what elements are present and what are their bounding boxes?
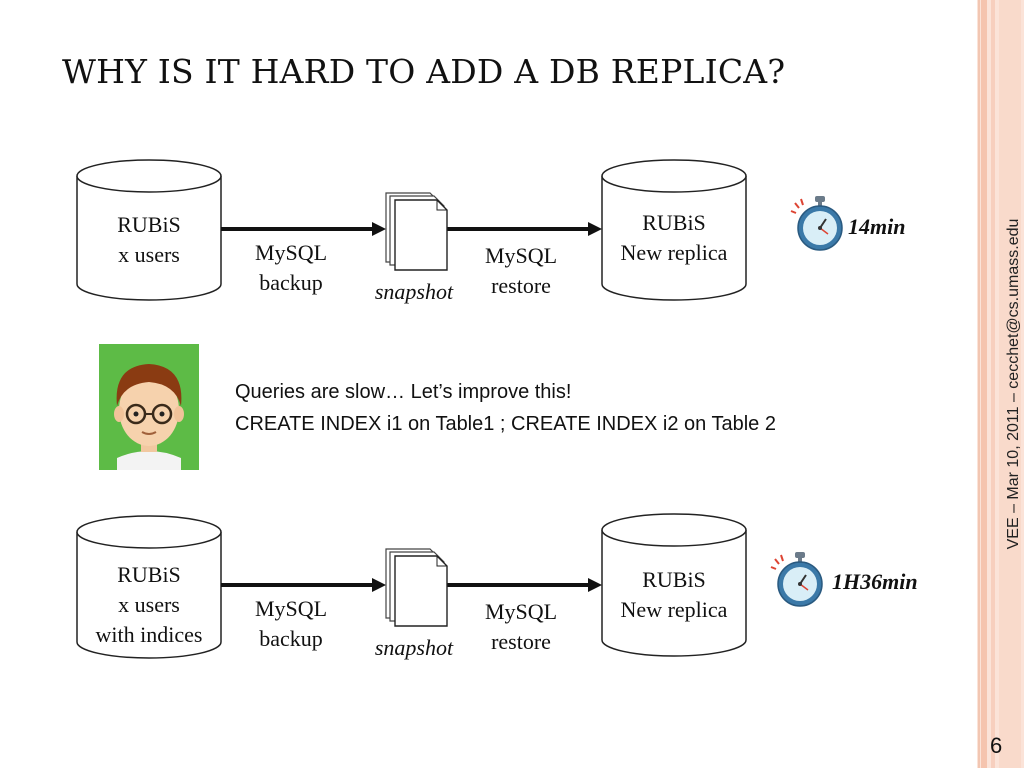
document-stack-icon	[386, 193, 447, 270]
top-duration: 14min	[848, 212, 905, 242]
restore-label: MySQL restore	[476, 241, 566, 301]
note-text: Queries are slow… Let’s improve this! CR…	[235, 376, 776, 440]
snapshot-label: snapshot	[364, 633, 464, 663]
arrow-backup	[221, 578, 386, 592]
avatar-icon	[99, 344, 199, 470]
snapshot-label: snapshot	[364, 277, 464, 307]
note-line-2: CREATE INDEX i1 on Table1 ; CREATE INDEX…	[235, 408, 776, 440]
restore-label: MySQL restore	[476, 597, 566, 657]
source-db-label: RUBiS x users	[109, 210, 189, 270]
stopwatch-icon	[772, 552, 828, 608]
stopwatch-icon	[792, 196, 848, 252]
slide-title: WHY IS IT HARD TO ADD A DB REPLICA?	[62, 52, 785, 91]
arrow-backup	[221, 222, 386, 236]
arrow-restore	[447, 222, 602, 236]
document-stack-icon	[386, 549, 447, 626]
note-line-1: Queries are slow… Let’s improve this!	[235, 376, 776, 408]
bottom-duration: 1H36min	[832, 567, 918, 597]
page-number: 6	[990, 733, 1002, 759]
source-db-label: RUBiS x users with indices	[84, 560, 214, 650]
backup-label: MySQL backup	[246, 238, 336, 298]
side-footer-text: VEE – Mar 10, 2011 – cecchet@cs.umass.ed…	[1005, 219, 1023, 550]
target-db-label: RUBiS New replica	[604, 565, 744, 625]
target-db-label: RUBiS New replica	[604, 208, 744, 268]
backup-label: MySQL backup	[246, 594, 336, 654]
bottom-row-diagram	[0, 0, 1, 1]
arrow-restore	[447, 578, 602, 592]
